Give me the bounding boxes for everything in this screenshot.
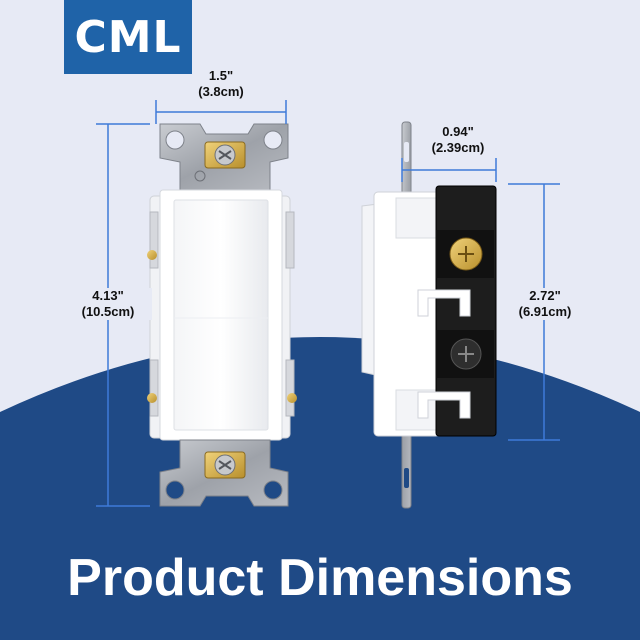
mount-hole-top-left [165,130,185,150]
brand-badge-bg [64,0,192,74]
wire-clip-upper [417,289,471,317]
depth-imperial: 0.94" [442,124,474,139]
width-imperial: 1.5" [208,68,234,83]
width-label: 1.5" (3.8cm) [176,68,266,100]
terminal-screw-icon [147,393,157,403]
ul-mark-icon [194,170,206,182]
page-title: Product Dimensions [67,549,573,607]
brand-logo: CML [74,11,182,63]
height-imperial: 4.13" [92,288,124,303]
height-metric: (10.5cm) [81,304,135,319]
mount-hole-bottom-right [263,480,283,500]
front-switch [147,123,297,507]
body-height-imperial: 2.72" [529,288,561,303]
width-metric: (3.8cm) [198,84,244,99]
rocker-paddle [173,199,269,431]
side-switch [361,121,497,509]
body-height-label: 2.72" (6.91cm) [500,288,590,320]
depth-metric: (2.39cm) [431,140,485,155]
mount-hole-top-right [263,130,283,150]
mount-hole-bottom-left [165,480,185,500]
body-height-metric: (6.91cm) [518,304,572,319]
wire-clip-lower [417,391,471,419]
depth-label: 0.94" (2.39cm) [416,124,500,156]
height-label: 4.13" (10.5cm) [64,288,152,320]
